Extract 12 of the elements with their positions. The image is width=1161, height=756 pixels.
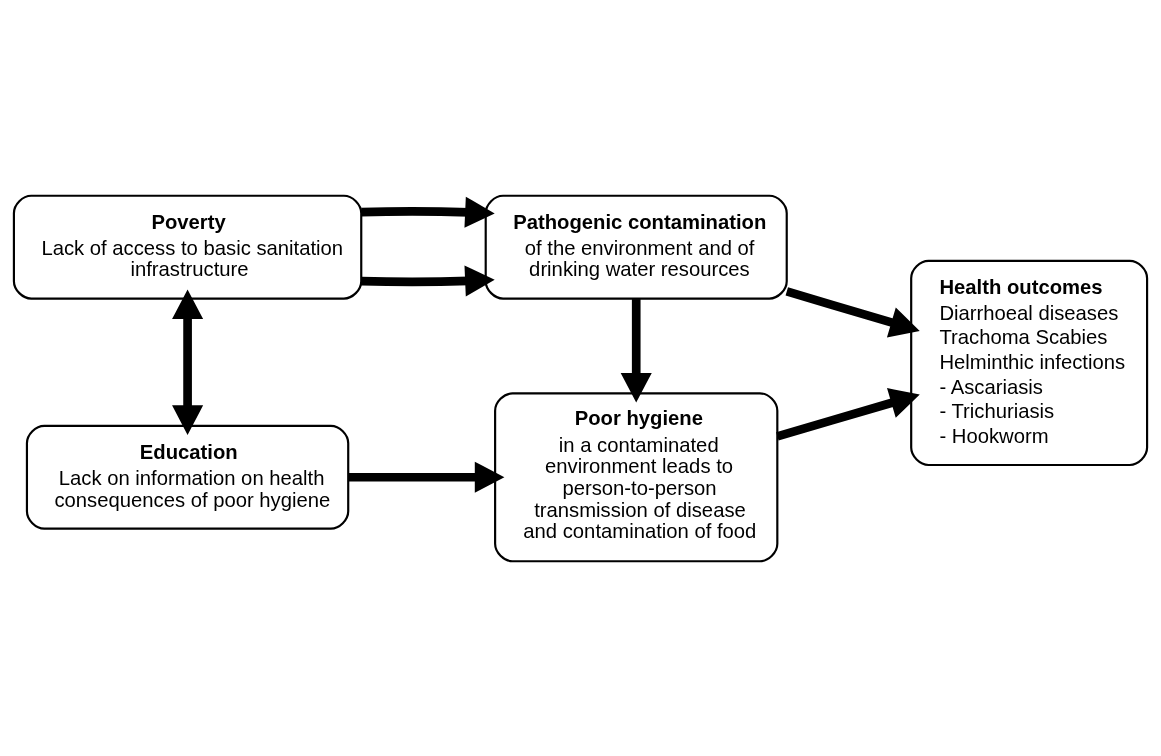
node-box: Poor hygiene in a contaminated environment leads to person-to-person transmission of disease and contamination of food <box>494 391 779 562</box>
arrow <box>785 286 920 337</box>
arrow <box>172 288 204 435</box>
arrow <box>361 196 495 228</box>
node-box: Poverty Lack of access to basic sanitation infrastructure <box>12 194 363 300</box>
arrow <box>348 461 505 493</box>
arrow <box>776 387 920 440</box>
arrow <box>361 265 495 297</box>
node-box: Health outcomes Diarrhoeal diseases Trachoma Scabies Helminthic infections - Ascariasis - Trichuriasis - Hookworm <box>910 259 1149 466</box>
node-box: Pathogenic contamination of the environment and of drinking water resources <box>484 194 788 300</box>
node-box: Education Lack on information on health consequences of poor hygiene <box>25 424 350 530</box>
arrow <box>620 298 652 403</box>
